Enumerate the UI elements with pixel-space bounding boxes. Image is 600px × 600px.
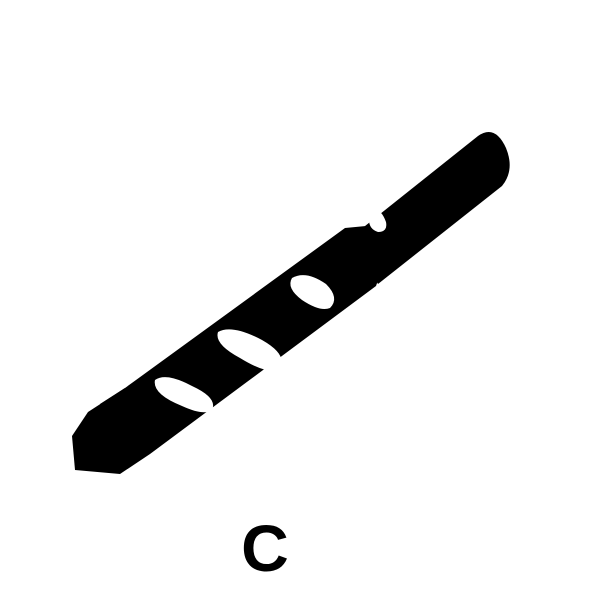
helix-highlight (217, 329, 282, 371)
drill-bit-body (72, 132, 510, 474)
drill-bit-shank (350, 132, 510, 284)
figure-label: C (241, 511, 289, 585)
helix-highlight (369, 210, 387, 232)
helix-highlight (154, 377, 214, 413)
drill-bit-helix (154, 210, 387, 413)
helix-highlight (290, 275, 335, 309)
drill-bit-tip (72, 388, 150, 474)
